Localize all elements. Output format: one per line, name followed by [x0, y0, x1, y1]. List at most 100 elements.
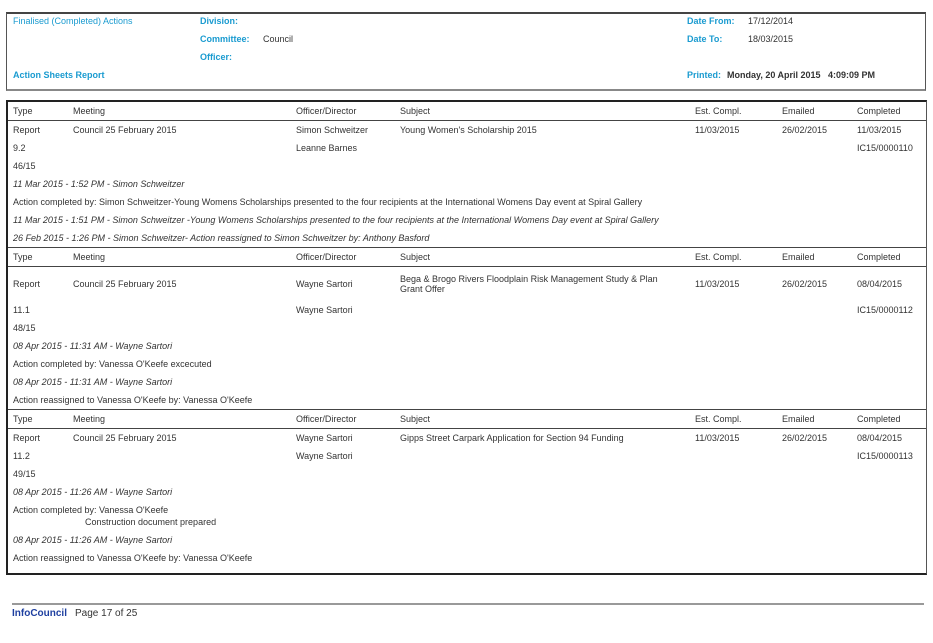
item-number: 11.2 — [13, 451, 30, 461]
action-note: Action completed by: Simon Schweitzer-Yo… — [8, 193, 926, 211]
printed-value: Monday, 20 April 2015 4:09:09 PM — [727, 70, 876, 80]
column-header-completed: Completed — [857, 414, 901, 424]
report-type: Finalised (Completed) Actions — [13, 16, 133, 26]
note-text: Action reassigned to Vanessa O'Keefe by:… — [13, 553, 253, 563]
cell-type: Report — [13, 125, 41, 135]
cell-completed: 11/03/2015 — [857, 125, 902, 135]
column-header-completed: Completed — [857, 106, 901, 116]
column-header-type: Type — [13, 252, 33, 262]
column-header-row: Type Meeting Officer/Director Subject Est. C… — [8, 247, 926, 267]
action-number-row: 48/15 — [8, 319, 926, 337]
cell-subject: Bega & Brogo Rivers Floodplain Risk Mana… — [400, 274, 658, 294]
cell-officer: Wayne Sartori — [296, 279, 353, 289]
note-text: 08 Apr 2015 - 11:31 AM - Wayne Sartori — [13, 377, 173, 387]
cell-meeting: Council 25 February 2015 — [73, 433, 177, 443]
cell-meeting: Council 25 February 2015 — [73, 125, 177, 135]
note-text: 11 Mar 2015 - 1:52 PM - Simon Schweitzer — [13, 179, 185, 189]
cell-subject: Gipps Street Carpark Application for Sec… — [400, 433, 624, 443]
cell-completed: 08/04/2015 — [857, 433, 903, 443]
item-number: 9.2 — [13, 143, 26, 153]
column-header-officer: Officer/Director — [296, 106, 357, 116]
footer: InfoCouncil Page 17 of 25 — [12, 603, 924, 619]
action-note: 08 Apr 2015 - 11:31 AM - Wayne Sartori — [8, 373, 926, 391]
column-header-emailed: Emailed — [782, 252, 815, 262]
column-header-subject: Subject — [400, 252, 431, 262]
report-name: Action Sheets Report — [13, 70, 105, 80]
note-detail: Construction document prepared — [85, 517, 217, 527]
column-header-est: Est. Compl. — [695, 252, 742, 262]
action-note: 08 Apr 2015 - 11:26 AM - Wayne Sartori — [8, 483, 926, 501]
action-note: Action completed by: Vanessa O'Keefe exc… — [8, 355, 926, 373]
date-to-value: 18/03/2015 — [748, 34, 794, 44]
note-text: 08 Apr 2015 - 11:26 AM - Wayne Sartori — [13, 487, 173, 497]
column-header-meeting: Meeting — [73, 414, 106, 424]
note-text: Action reassigned to Vanessa O'Keefe by:… — [13, 395, 253, 405]
column-header-type: Type — [13, 414, 33, 424]
note-text: 08 Apr 2015 - 11:31 AM - Wayne Sartori — [13, 341, 173, 351]
cell-emailed: 26/02/2015 — [782, 433, 828, 443]
page-number: Page 17 of 25 — [75, 608, 138, 619]
action-note: 11 Mar 2015 - 1:51 PM - Simon Schweitzer… — [8, 211, 926, 229]
note-text: 11 Mar 2015 - 1:51 PM - Simon Schweitzer… — [13, 215, 659, 225]
date-from-label: Date From: — [687, 16, 735, 26]
responsible-officer: Wayne Sartori — [296, 451, 353, 461]
cell-officer: Simon Schweitzer — [296, 125, 369, 135]
action-note: 11 Mar 2015 - 1:52 PM - Simon Schweitzer — [8, 175, 926, 193]
note-text: Action completed by: Vanessa O'Keefe exc… — [13, 359, 212, 369]
note-text: 08 Apr 2015 - 11:26 AM - Wayne Sartori — [13, 535, 173, 545]
document-reference: IC15/0000113 — [857, 451, 913, 461]
action-note: 26 Feb 2015 - 1:26 PM - Simon Schweitzer… — [8, 229, 926, 247]
date-from-value: 17/12/2014 — [748, 16, 794, 26]
committee-value: Council — [263, 34, 294, 44]
cell-type: Report — [13, 433, 41, 443]
document-reference: IC15/0000110 — [857, 143, 913, 153]
cell-emailed: 26/02/2015 — [782, 279, 828, 289]
note-text: 26 Feb 2015 - 1:26 PM - Simon Schweitzer… — [13, 233, 430, 243]
report-header: Finalised (Completed) Actions Division: … — [6, 12, 926, 91]
printed-label: Printed: — [687, 70, 722, 80]
responsible-officer: Leanne Barnes — [296, 143, 358, 153]
column-header-emailed: Emailed — [782, 106, 815, 116]
column-header-row: Type Meeting Officer/Director Subject Est. C… — [8, 102, 926, 121]
action-note: Action reassigned to Vanessa O'Keefe by:… — [8, 391, 926, 409]
action-detail-row: 11.1 Wayne Sartori IC15/0000112 — [8, 301, 926, 319]
column-header-emailed: Emailed — [782, 414, 815, 424]
footer-brand: InfoCouncil — [12, 608, 67, 619]
column-header-type: Type — [13, 106, 33, 116]
action-detail-row: 9.2 Leanne Barnes IC15/0000110 — [8, 139, 926, 157]
item-number: 11.1 — [13, 305, 30, 315]
cell-est: 11/03/2015 — [695, 433, 740, 443]
cell-est: 11/03/2015 — [695, 125, 740, 135]
division-label: Division: — [200, 16, 239, 26]
column-header-officer: Officer/Director — [296, 252, 357, 262]
column-header-completed: Completed — [857, 252, 901, 262]
action-row: Report Council 25 February 2015 Simon Schw… — [8, 121, 926, 139]
cell-officer: Wayne Sartori — [296, 433, 353, 443]
column-header-meeting: Meeting — [73, 252, 106, 262]
column-header-officer: Officer/Director — [296, 414, 357, 424]
note-text: Action completed by: Simon Schweitzer-Yo… — [13, 197, 643, 207]
column-header-meeting: Meeting — [73, 106, 106, 116]
committee-label: Committee: — [200, 34, 250, 44]
column-header-est: Est. Compl. — [695, 106, 742, 116]
action-number: 46/15 — [13, 161, 36, 171]
cell-subject: Young Women's Scholarship 2015 — [400, 125, 537, 135]
action-number: 48/15 — [13, 323, 36, 333]
column-header-row: Type Meeting Officer/Director Subject Est. C… — [8, 409, 926, 429]
document-reference: IC15/0000112 — [857, 305, 913, 315]
action-number-row: 46/15 — [8, 157, 926, 175]
cell-meeting: Council 25 February 2015 — [73, 279, 177, 289]
column-header-est: Est. Compl. — [695, 414, 742, 424]
responsible-officer: Wayne Sartori — [296, 305, 353, 315]
cell-completed: 08/04/2015 — [857, 279, 903, 289]
note-text: Action completed by: Vanessa O'Keefe — [13, 505, 169, 515]
action-note: Action reassigned to Vanessa O'Keefe by:… — [8, 549, 926, 567]
cell-est: 11/03/2015 — [695, 279, 740, 289]
action-note: 08 Apr 2015 - 11:26 AM - Wayne Sartori — [8, 531, 926, 549]
column-header-subject: Subject — [400, 414, 431, 424]
column-header-subject: Subject — [400, 106, 431, 116]
action-note: 08 Apr 2015 - 11:31 AM - Wayne Sartori — [8, 337, 926, 355]
